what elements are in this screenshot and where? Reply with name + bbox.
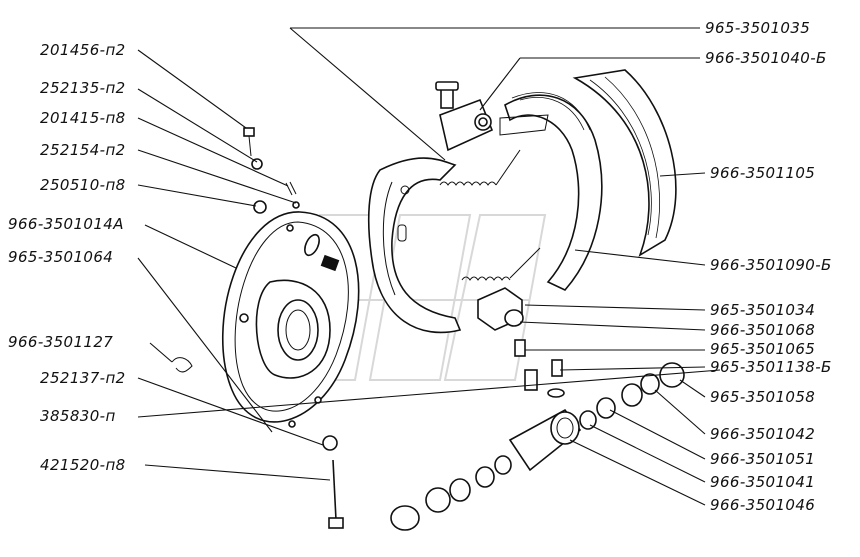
lower-spring — [461, 247, 541, 281]
upper-spring — [439, 149, 521, 186]
left-brake-shoe — [367, 157, 462, 334]
washer-252154 — [292, 201, 300, 209]
label-252137: 252137-п2 — [40, 369, 126, 387]
label-250510: 250510-п8 — [40, 176, 126, 194]
label-965-3501138-B: 965-3501138-Б — [710, 358, 832, 376]
label-966-3501014A: 966-3501014А — [8, 215, 124, 233]
label-201456: 201456-п2 — [40, 41, 126, 59]
stud-421520 — [328, 459, 344, 529]
label-421520: 421520-п8 — [40, 456, 126, 474]
bleeder-fittings — [514, 339, 565, 398]
label-201415: 201415-п8 — [40, 109, 126, 127]
label-966-3501105: 966-3501105 — [710, 164, 815, 182]
label-252154: 252154-п2 — [40, 141, 126, 159]
label-385830: 385830-п — [40, 407, 116, 425]
right-brake-shoe — [499, 92, 603, 291]
cylinder-seals-left — [390, 455, 512, 531]
label-966-3501042: 966-3501042 — [710, 425, 815, 443]
washer-252135 — [251, 158, 263, 170]
label-966-3501041: 966-3501041 — [710, 473, 815, 491]
brake-lining — [572, 69, 677, 257]
top-wheel-cylinder — [435, 81, 494, 152]
label-965-3501034: 965-3501034 — [710, 301, 815, 319]
label-965-3501065: 965-3501065 — [710, 340, 815, 358]
backing-plate — [221, 211, 360, 428]
label-965-3501064: 965-3501064 — [8, 248, 113, 266]
label-966-3501040-B: 966-3501040-Б — [705, 49, 827, 67]
clip-966-3501127 — [171, 357, 193, 373]
cylinder-seals-right — [579, 362, 685, 430]
label-966-3501090-B: 966-3501090-Б — [710, 256, 832, 274]
washer-252137 — [322, 435, 338, 451]
leader-lines — [137, 27, 721, 506]
label-965-3501058: 965-3501058 — [710, 388, 815, 406]
lower-wheel-cylinder — [508, 408, 582, 472]
bolt-201456 — [243, 127, 255, 157]
pin-201415 — [285, 181, 297, 196]
adjuster-block — [477, 287, 524, 331]
label-252135: 252135-п2 — [40, 79, 126, 97]
label-965-3501035: 965-3501035 — [705, 19, 810, 37]
label-966-3501051: 966-3501051 — [710, 450, 815, 468]
nut-250510 — [253, 200, 267, 214]
label-966-3501046: 966-3501046 — [710, 496, 815, 514]
label-966-3501127: 966-3501127 — [8, 333, 113, 351]
label-966-3501068: 966-3501068 — [710, 321, 815, 339]
